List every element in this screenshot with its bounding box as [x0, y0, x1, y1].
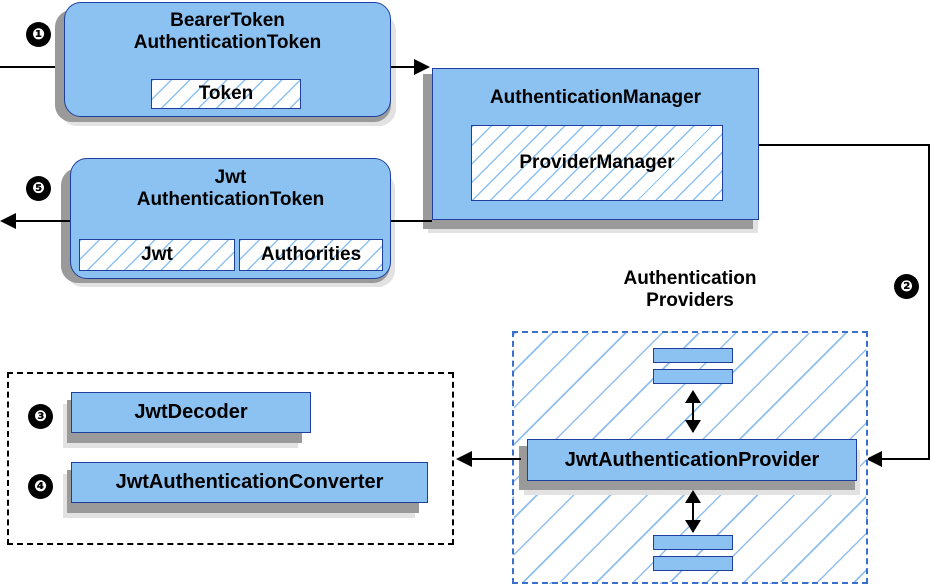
provider-stub-bar-top-2 [653, 369, 733, 384]
provider-to-decoders-arrowhead [456, 451, 472, 467]
slot-provider-manager: ProviderManager [471, 125, 723, 201]
step-badge-4: ❹ [29, 475, 52, 498]
slot-token-label: Token [198, 83, 254, 104]
outgoing-response-line [16, 220, 72, 222]
authentication-providers-label-line2: Providers [646, 289, 734, 311]
bearer-to-manager-arrowhead [414, 59, 430, 75]
authentication-providers-label: Authentication Providers [545, 268, 835, 312]
slot-token: Token [151, 79, 301, 109]
authentication-providers-label-line1: Authentication [623, 268, 757, 289]
manager-to-provider-line-top [757, 144, 930, 146]
jwt-token-title-line2: AuthenticationToken [136, 188, 325, 210]
provider-link-bottom-line [692, 492, 694, 532]
node-jwt-authentication-converter[interactable]: JwtAuthenticationConverter [71, 462, 428, 503]
manager-to-jwt-token-line [389, 220, 432, 222]
jwt-decoder-title: JwtDecoder [134, 401, 248, 424]
provider-stub-bar-bottom-2 [653, 556, 733, 571]
jwt-support-beans-container [7, 372, 454, 545]
node-bearer-token-authentication-token[interactable]: BearerToken AuthenticationToken Token [64, 2, 391, 117]
jwt-token-title-line1: Jwt [214, 167, 247, 188]
incoming-request-line [0, 66, 66, 68]
step-badge-2: ❷ [895, 275, 918, 298]
step-badge-3: ❸ [29, 405, 52, 428]
node-jwt-authentication-provider[interactable]: JwtAuthenticationProvider [527, 439, 857, 481]
provider-link-bottom-arrow-down [685, 520, 701, 533]
provider-link-bottom-arrow-up [685, 490, 701, 503]
provider-link-top-line [692, 392, 694, 432]
slot-jwt: Jwt [79, 239, 235, 271]
bearer-to-manager-line [389, 66, 418, 68]
provider-link-top-arrow-down [685, 420, 701, 433]
slot-provider-manager-label: ProviderManager [519, 152, 675, 173]
jwt-auth-converter-title: JwtAuthenticationConverter [115, 471, 384, 494]
node-jwt-authentication-token[interactable]: Jwt AuthenticationToken Jwt Authorities [70, 158, 391, 279]
slot-authorities-label: Authorities [260, 244, 362, 265]
node-authentication-manager[interactable]: AuthenticationManager ProviderManager [432, 68, 759, 220]
slot-jwt-label: Jwt [141, 244, 173, 265]
authentication-manager-title: AuthenticationManager [489, 87, 702, 108]
manager-to-provider-line-bottom [881, 458, 930, 460]
provider-to-decoders-line [471, 458, 521, 460]
provider-stub-bar-bottom-1 [653, 535, 733, 550]
outgoing-response-arrowhead [0, 213, 16, 229]
jwt-auth-provider-title: JwtAuthenticationProvider [564, 448, 820, 471]
bearer-token-title: BearerToken AuthenticationToken [134, 10, 322, 53]
bearer-token-title-line1: BearerToken [170, 10, 285, 31]
step-badge-1: ❶ [27, 23, 50, 46]
slot-authorities: Authorities [239, 239, 383, 271]
bearer-token-title-line2: AuthenticationToken [133, 31, 322, 53]
node-jwt-decoder[interactable]: JwtDecoder [71, 392, 311, 433]
manager-to-provider-arrowhead [866, 451, 882, 467]
jwt-token-title: Jwt AuthenticationToken [137, 167, 325, 210]
step-badge-5: ❺ [27, 177, 50, 200]
provider-link-top-arrow-up [685, 390, 701, 403]
manager-to-provider-line-vertical [928, 144, 930, 459]
provider-stub-bar-top-1 [653, 348, 733, 363]
